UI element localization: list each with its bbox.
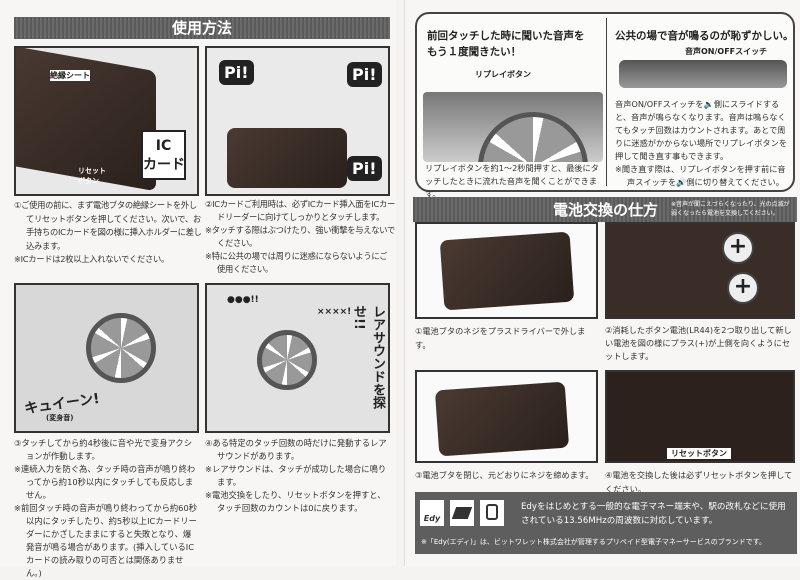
reset-button-label: リセットボタン (667, 448, 731, 459)
left-page: 使用方法 絶縁シート IC カード リセット ボタン Pi! Pi! Pi! ①… (0, 0, 396, 578)
battery-title: 電池交換の仕方 (553, 201, 659, 219)
step1-text: ①ご使用の前に、まず電池ブタの絶縁シートを外してリセットボタンを押してください。… (14, 200, 202, 251)
device-back-image (439, 231, 575, 311)
shout-label-1: ●●●!! (227, 295, 259, 305)
pi-sound-1: Pi! (219, 60, 254, 85)
device-image (227, 128, 347, 188)
right-page: 前回タッチした時に聞いた音声をもう１度聞きたい！ リプレイボタン リプレイボタン… (404, 0, 800, 566)
battery-step3: ③電池ブタを閉じ、元どおりにネジを締めます。 (415, 470, 594, 480)
reset-button-label: リセット ボタン (78, 167, 106, 185)
train-icon (480, 500, 504, 526)
edy-info-box: Edy Edyをはじめとする一般的な電子マネー端末や、駅の改札などに使用されてい… (415, 492, 797, 554)
step2-text: ②ICカードご利用時は、必ずICカード挿入面をICカードリーダーに向けてしっかり… (205, 199, 395, 222)
step2-caption: ②ICカードご利用時は、必ずICカード挿入面をICカードリーダーに向けてしっかり… (205, 198, 395, 276)
battery-photo-4: リセットボタン (605, 370, 795, 463)
device-disc-image (86, 313, 156, 383)
illustration-transform: キュイーン! (変身音) (14, 283, 199, 433)
mute-text-main: 音声ON/OFFスイッチを🔈側にスライドすると、音声が鳴らなくなります。音声は鳴… (615, 99, 787, 161)
step3-note1: ※連続入力を防ぐ為、タッチ時の音声が鳴り終わってから約10秒以内にタッチしても反… (14, 464, 196, 500)
step3-note2: ※前回タッチ時の音声が鳴り終わってから約60秒以内にタッチしたり、約5秒以上IC… (14, 503, 198, 578)
device-back-image (434, 381, 570, 457)
battery-plus-1: + (722, 232, 754, 264)
mute-text: 音声ON/OFFスイッチを🔈側にスライドすると、音声が鳴らなくなります。音声は鳴… (615, 98, 793, 189)
replay-illustration (423, 92, 603, 162)
sound-switch-label: 音声ON/OFFスイッチ (685, 47, 768, 56)
mute-heading: 公共の場で音が鳴るのが恥ずかしい。 (615, 30, 794, 42)
step2-note1: ※タッチする際はぶつけたり、強い衝撃を与えないでください。 (205, 225, 396, 248)
usage-title: 使用方法 (14, 17, 390, 39)
step4-caption: ④ある特定のタッチ回数の時だけに発動するレアサウンドがあります。 ※レアサウンド… (205, 437, 390, 515)
edy-text: Edyをはじめとする一般的な電子マネー端末や、駅の改札などに使用されている13.… (521, 502, 786, 526)
step1-caption: ①ご使用の前に、まず電池ブタの絶縁シートを外してリセットボタンを押してください。… (14, 199, 202, 267)
switch-illustration (619, 60, 787, 88)
battery-step1: ①電池ブタのネジをプラスドライバーで外します。 (415, 326, 586, 350)
device-disc-image (257, 330, 317, 390)
rare-sound-label: レアサウンドを探せ!! (351, 305, 385, 409)
edy-logo: Edy (420, 500, 444, 526)
ic-card-label: IC カード (141, 130, 186, 180)
battery-photo-1 (415, 222, 598, 319)
device-disc-image (478, 112, 588, 162)
step4-note2: ※電池交換をしたり、リセットボタンを押すと、タッチ回数のカウントは0に戻ります。 (205, 490, 386, 513)
sound-effect-note: (変身音) (46, 414, 74, 422)
battery-photo-2: + + (605, 222, 795, 319)
step3-caption: ③タッチしてから約4秒後に音や光で変身アクションが作動します。 ※連続入力を防ぐ… (14, 437, 199, 580)
replay-button-label: リプレイボタン (475, 70, 531, 79)
battery-photo-3 (415, 370, 598, 463)
battery-step2: ②消耗したボタン電池(LR44)を2つ取り出して新しい電池を図の様にプラス(+)… (605, 325, 792, 361)
step2-note2: ※特に公共の場では周りに迷惑にならないようにご使用ください。 (205, 251, 388, 274)
shout-label-2: ××××! (317, 307, 352, 317)
card-reader-icon (450, 500, 474, 526)
battery-title-bar: 電池交換の仕方 ※音声が聞こえづらくなったり、光の点滅が弱くなったら電池を交換し… (413, 197, 797, 222)
replay-heading: 前回タッチした時に聞いた音声をもう１度聞きたい！ (427, 30, 585, 58)
illustration-insert-card: 絶縁シート IC カード リセット ボタン (14, 46, 199, 196)
replay-text: リプレイボタンを約1〜2秒間押すと、最後にタッチしたときに流れた音声を聞くことが… (425, 163, 599, 199)
step4-note1: ※レアサウンドは、タッチが成功した場合に鳴ります。 (205, 464, 387, 487)
pi-sound-3: Pi! (347, 156, 382, 181)
insulation-sheet-label: 絶縁シート (50, 70, 90, 81)
step4-text: ④ある特定のタッチ回数の時だけに発動するレアサウンドがあります。 (205, 438, 387, 461)
battery-step4: ④電池を交換した後は必ずリセットボタンを押してください。 (605, 470, 793, 494)
edy-note: ※「Edy(エディ)」は、ビットワレット株式会社が管理するプリペイド型電子マネー… (421, 538, 767, 546)
illustration-rare-sound: ●●●!! ××××! レアサウンドを探せ!! (205, 283, 390, 433)
step3-text: ③タッチしてから約4秒後に音や光で変身アクションが作動します。 (14, 438, 192, 461)
battery-note: ※音声が聞こえづらくなったり、光の点滅が弱くなったら電池を交換してください。 (671, 201, 790, 217)
illustration-touch-reader: Pi! Pi! Pi! (205, 46, 390, 196)
battery-plus-2: + (727, 272, 759, 304)
step1-note: ※ICカードは2枚以上入れないでください。 (14, 254, 169, 264)
mute-text-note: ※聞き直す際は、リプレイボタンを押す前に音声スイッチを🔊側に切り替えてください。 (615, 164, 786, 187)
pi-sound-2: Pi! (347, 62, 382, 87)
tips-box: 前回タッチした時に聞いた音声をもう１度聞きたい！ リプレイボタン リプレイボタン… (415, 12, 795, 199)
